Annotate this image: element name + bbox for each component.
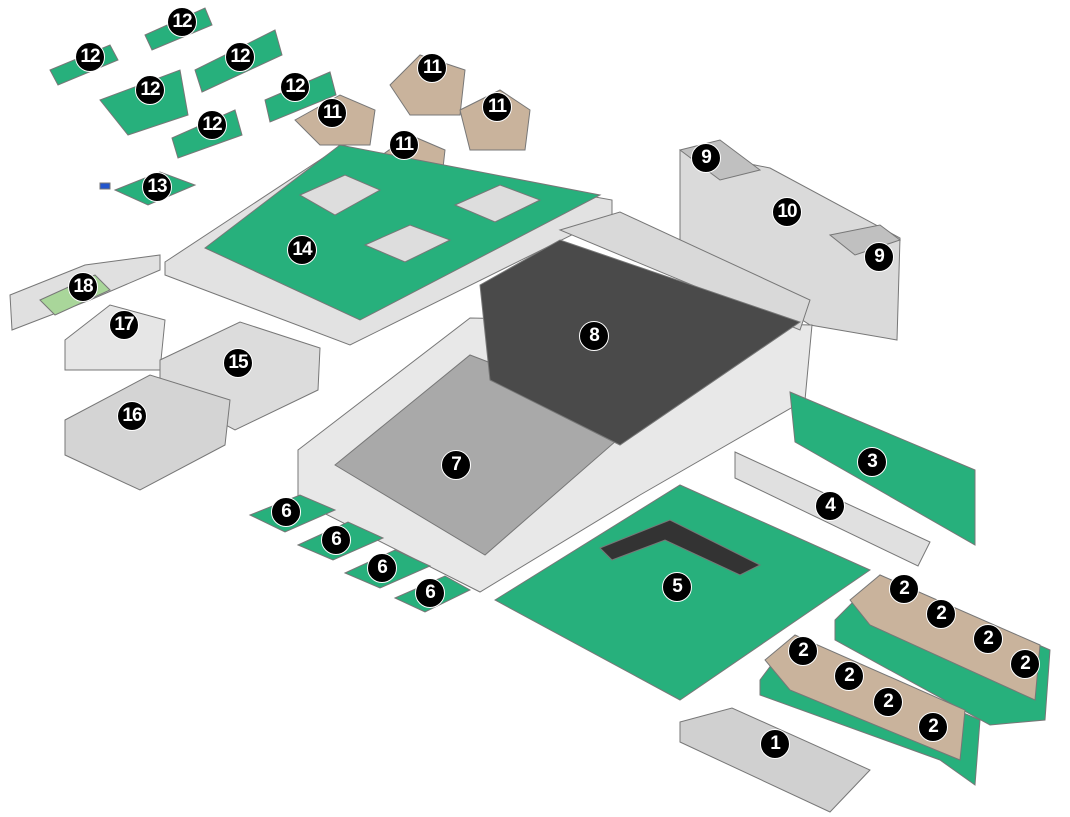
psu-group xyxy=(64,374,231,491)
front-bezel xyxy=(679,707,871,813)
callout-6: 6 xyxy=(367,553,397,583)
air-duct xyxy=(479,239,802,446)
callout-12: 12 xyxy=(225,42,255,72)
callout-2: 2 xyxy=(973,624,1003,654)
callout-8: 8 xyxy=(579,321,609,351)
callout-6: 6 xyxy=(415,578,445,608)
callout-2: 2 xyxy=(918,712,948,742)
callout-13: 13 xyxy=(142,172,172,202)
callout-2: 2 xyxy=(926,599,956,629)
callout-3: 3 xyxy=(857,447,887,477)
callout-12: 12 xyxy=(197,110,227,140)
callout-2: 2 xyxy=(1010,649,1040,679)
callout-2: 2 xyxy=(788,636,818,666)
callout-12: 12 xyxy=(75,42,105,72)
callout-15: 15 xyxy=(223,348,253,378)
callout-9: 9 xyxy=(691,143,721,173)
callout-6: 6 xyxy=(271,497,301,527)
callout-17: 17 xyxy=(109,310,139,340)
callout-4: 4 xyxy=(815,491,845,521)
callout-10: 10 xyxy=(772,197,802,227)
callout-11: 11 xyxy=(417,53,447,83)
callout-5: 5 xyxy=(662,572,692,602)
callout-12: 12 xyxy=(167,7,197,37)
callout-12: 12 xyxy=(280,72,310,102)
callout-11: 11 xyxy=(317,98,347,128)
callout-11: 11 xyxy=(389,130,419,160)
callout-7: 7 xyxy=(441,450,471,480)
callout-16: 16 xyxy=(117,401,147,431)
callout-12: 12 xyxy=(135,75,165,105)
callout-18: 18 xyxy=(68,272,98,302)
callout-1: 1 xyxy=(760,729,790,759)
callout-2: 2 xyxy=(889,574,919,604)
gpu-module-group xyxy=(759,574,1051,786)
callout-11: 11 xyxy=(482,92,512,122)
callout-9: 9 xyxy=(864,242,894,272)
callout-2: 2 xyxy=(873,687,903,717)
callout-14: 14 xyxy=(287,235,317,265)
callout-2: 2 xyxy=(834,661,864,691)
callout-6: 6 xyxy=(321,525,351,555)
